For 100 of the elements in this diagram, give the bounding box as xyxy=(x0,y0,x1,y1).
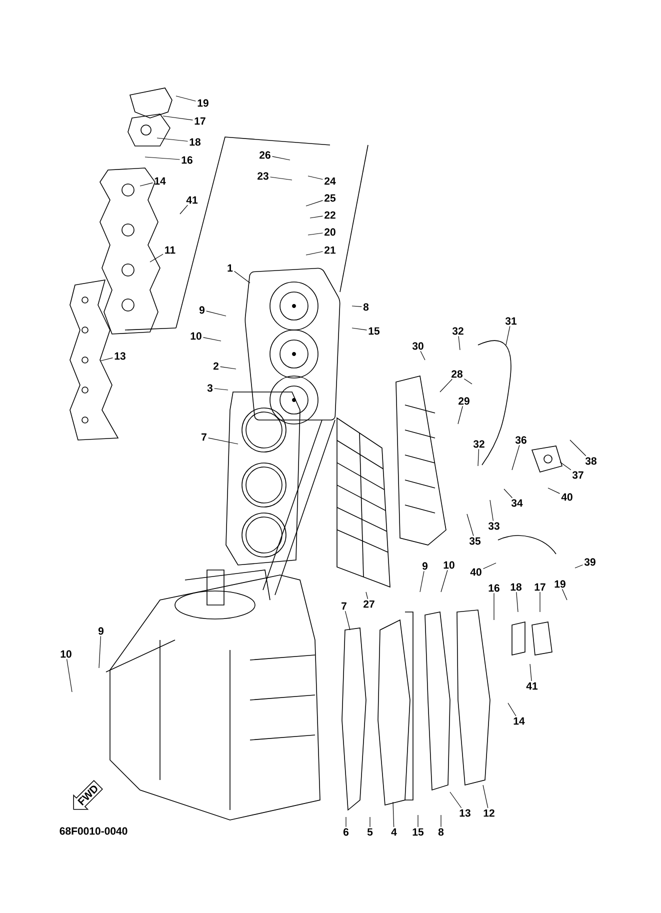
callout-number: 40 xyxy=(470,568,482,576)
drawing-number: 68F0010-0040 xyxy=(60,827,128,835)
callout-number: 9 xyxy=(199,306,205,314)
leader-line xyxy=(308,176,324,180)
callout-number: 32 xyxy=(452,327,464,335)
leader-line xyxy=(440,570,448,592)
leader-line xyxy=(420,350,426,360)
leader-line xyxy=(270,176,292,180)
leader-line xyxy=(482,562,496,570)
callout-number: 12 xyxy=(484,809,494,817)
callout-number: 8 xyxy=(363,303,369,311)
leader-line xyxy=(202,337,222,342)
callout-number: 15 xyxy=(412,828,424,836)
leader-line xyxy=(366,592,368,600)
leader-line xyxy=(548,488,560,494)
leader-line xyxy=(176,96,196,102)
callout-number: 19 xyxy=(554,580,566,588)
callout-number: 14 xyxy=(514,717,525,725)
callout-number: 20 xyxy=(324,228,336,236)
callout-number: 23 xyxy=(258,172,268,180)
leader-line xyxy=(512,444,520,470)
leader-line xyxy=(450,792,462,808)
leader-line xyxy=(234,270,250,284)
callout-number: 39 xyxy=(584,558,596,566)
callout-number: 21 xyxy=(324,246,336,254)
callout-number: 3 xyxy=(207,384,213,392)
callout-number: 40 xyxy=(561,493,572,501)
leader-line xyxy=(310,216,324,218)
callout-number: 37 xyxy=(572,471,584,479)
leader-line xyxy=(490,500,494,522)
leader-line xyxy=(466,514,474,536)
leader-line xyxy=(308,232,324,236)
leader-line xyxy=(100,358,114,362)
callout-number: 1 xyxy=(228,264,233,272)
callout-number: 17 xyxy=(194,117,206,125)
callout-number: 18 xyxy=(510,583,522,591)
callout-number: 17 xyxy=(534,583,546,591)
callout-number: 2 xyxy=(213,362,218,370)
leader-line xyxy=(478,448,480,466)
callout-number: 16 xyxy=(488,584,500,592)
leader-line xyxy=(516,592,518,612)
leader-line xyxy=(150,254,164,262)
leader-line xyxy=(458,406,463,424)
leader-line xyxy=(214,388,228,390)
leader-line xyxy=(508,702,516,716)
leader-line xyxy=(440,814,442,828)
leader-line xyxy=(208,438,238,444)
callout-number: 27 xyxy=(364,600,374,608)
leader-line xyxy=(458,336,460,350)
callout-number: 22 xyxy=(324,211,336,219)
callout-number: 9 xyxy=(98,627,104,635)
callout-number: 28 xyxy=(452,370,462,378)
callout-number: 36 xyxy=(515,436,526,444)
callout-number: 8 xyxy=(438,828,444,836)
leader-line xyxy=(530,664,532,682)
leader-line xyxy=(352,328,368,330)
callout-number: 34 xyxy=(511,499,523,507)
callout-number: 18 xyxy=(190,138,200,146)
callout-number: 14 xyxy=(154,177,166,185)
callout-number: 33 xyxy=(488,522,500,530)
leader-line xyxy=(180,204,188,214)
callout-number: 10 xyxy=(60,650,72,658)
leader-line xyxy=(306,200,324,206)
leader-line xyxy=(156,138,188,142)
callout-number: 32 xyxy=(473,440,484,448)
leader-line xyxy=(562,588,568,600)
callout-number: 25 xyxy=(324,194,336,202)
leader-line xyxy=(574,564,584,568)
leader-line xyxy=(66,658,72,692)
leader-line xyxy=(560,462,572,470)
leader-line xyxy=(504,488,513,498)
callout-number: 29 xyxy=(458,397,470,405)
callout-number: 41 xyxy=(526,682,538,690)
callout-number: 10 xyxy=(444,561,454,569)
leader-line xyxy=(344,610,350,630)
callout-number: 16 xyxy=(182,156,192,164)
leader-line xyxy=(162,116,194,120)
leader-line xyxy=(306,251,324,256)
callout-number: 13 xyxy=(114,352,126,360)
callout-number: 24 xyxy=(324,177,336,185)
callout-number: 4 xyxy=(391,828,397,836)
leader-line xyxy=(206,310,226,316)
leader-line xyxy=(98,636,102,668)
leader-line xyxy=(140,182,154,186)
leader-line xyxy=(220,366,236,370)
leader-line xyxy=(482,784,488,808)
callout-number: 13 xyxy=(460,809,470,817)
callout-number: 6 xyxy=(343,828,349,836)
leader-line xyxy=(464,378,472,384)
leader-line xyxy=(506,326,510,346)
callout-number: 35 xyxy=(469,537,481,545)
callout-number: 7 xyxy=(202,433,206,441)
callout-number: 15 xyxy=(368,327,380,335)
callout-number: 11 xyxy=(165,246,176,254)
callout-number: 31 xyxy=(505,317,517,325)
leader-line xyxy=(352,306,362,307)
callout-number: 41 xyxy=(186,196,198,204)
leader-line xyxy=(272,156,290,160)
callout-number: 38 xyxy=(585,457,596,465)
leader-line xyxy=(420,570,424,592)
